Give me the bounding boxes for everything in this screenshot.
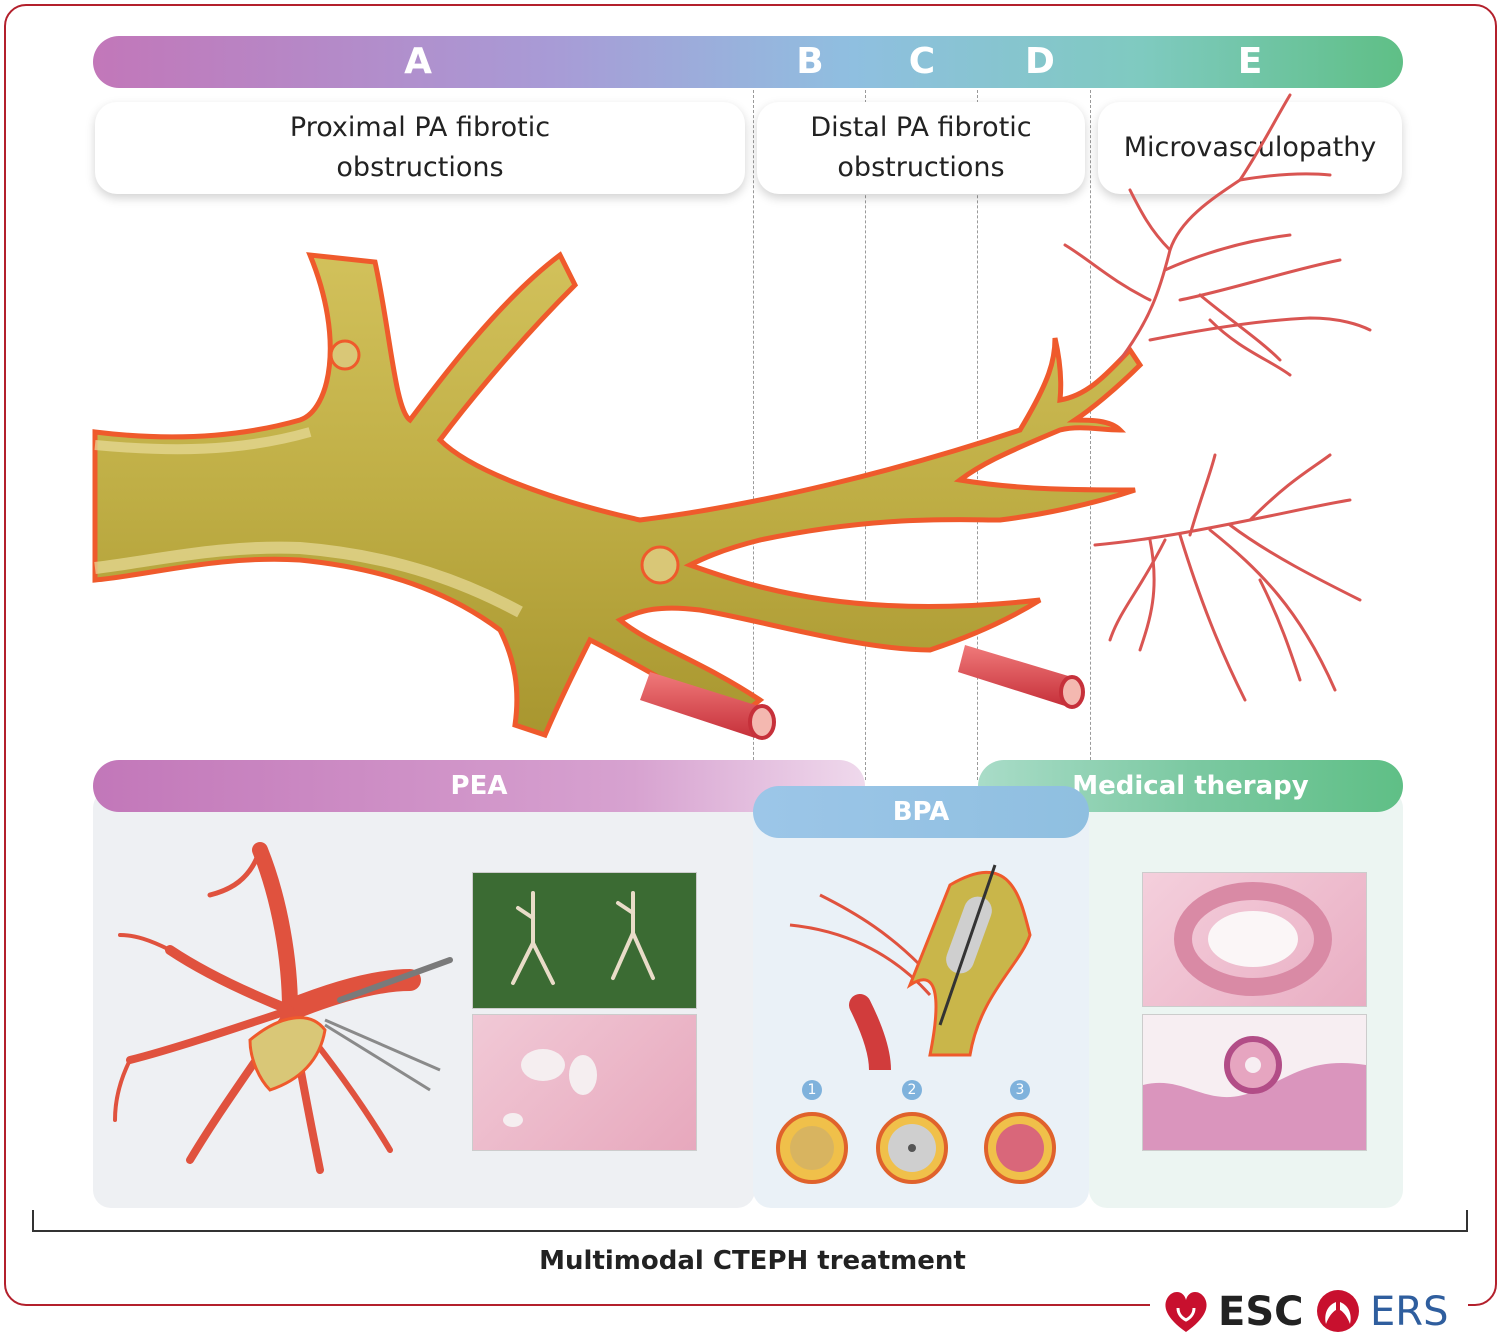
bpa-balloon-illustration xyxy=(789,864,1032,1070)
card-proximal-label: Proximal PA fibrotic obstructions xyxy=(289,112,551,183)
esc-logo-text: ESC xyxy=(1218,1289,1304,1335)
bpa-step-2-badge: 2 xyxy=(902,1080,922,1100)
divider-ab xyxy=(753,90,754,780)
pea-histology-lumens xyxy=(503,1049,597,1127)
microvessels-lower xyxy=(1093,453,1362,702)
stage-bar xyxy=(93,36,1403,88)
medical-histology-photo-2 xyxy=(1142,1014,1367,1151)
stage-label-c: C xyxy=(908,41,936,82)
stage-label-b: B xyxy=(796,41,824,82)
divider-cd xyxy=(977,90,978,780)
outer-frame xyxy=(4,4,1497,1306)
bpa-cross-section-1 xyxy=(776,1112,848,1184)
divider-bc xyxy=(865,90,866,780)
microvessels-upper xyxy=(1063,93,1372,377)
bpa-label-pill: BPA xyxy=(753,786,1089,838)
bpa-step-1-badge: 1 xyxy=(802,1080,822,1100)
ers-logo-text: ERS xyxy=(1370,1289,1449,1335)
footer-title: Multimodal CTEPH treatment xyxy=(539,1246,966,1276)
medical-histology-vessel-1 xyxy=(1174,882,1332,996)
bpa-cross-sections xyxy=(776,1112,1056,1184)
treatment-bracket xyxy=(32,1210,1468,1232)
medical-histology-photo-1 xyxy=(1142,872,1367,1007)
pea-specimen-casts xyxy=(511,891,655,985)
card-proximal: Proximal PA fibrotic obstructions xyxy=(95,102,745,194)
vessel-segment-tube-1 xyxy=(640,672,776,740)
stage-label-d: D xyxy=(1025,41,1055,82)
stage-label-a: A xyxy=(404,41,432,82)
ers-lungs-icon xyxy=(1317,1290,1359,1332)
card-micro-label: Microvasculopathy xyxy=(1123,132,1377,163)
bpa-cross-section-2 xyxy=(876,1112,948,1184)
vessel-segment-tube-2 xyxy=(958,645,1085,709)
card-distal: Distal PA fibrotic obstructions xyxy=(757,102,1085,194)
esc-heart-icon xyxy=(1165,1291,1207,1332)
pea-histology-photo xyxy=(472,1014,697,1151)
pea-surgery-illustration xyxy=(113,842,453,1174)
pea-label-pill: PEA xyxy=(93,760,865,812)
stage-label-e: E xyxy=(1237,41,1263,82)
card-distal-label: Distal PA fibrotic obstructions xyxy=(810,112,1032,183)
bpa-cross-section-3 xyxy=(984,1112,1056,1184)
divider-de xyxy=(1090,90,1091,780)
bpa-step-3-badge: 3 xyxy=(1010,1080,1030,1100)
pea-specimen-photo xyxy=(472,872,697,1009)
medical-histology-vessel-2 xyxy=(1143,1036,1366,1150)
